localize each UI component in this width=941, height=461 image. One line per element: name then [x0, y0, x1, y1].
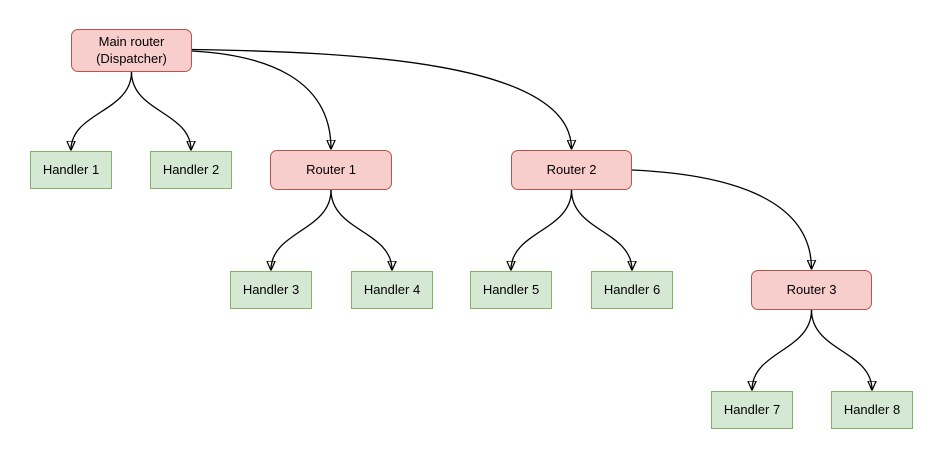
edge-router-3-to-handler-8 [810, 309, 873, 390]
edge-router-2-to-handler-5 [511, 189, 573, 270]
node-handler-2: Handler 2 [150, 151, 232, 189]
edge-router-3-to-handler-7 [752, 309, 813, 390]
node-main-router: Main router (Dispatcher) [71, 29, 192, 72]
node-handler-3: Handler 3 [230, 271, 312, 309]
edge-main-router-to-handler-2 [130, 71, 192, 150]
node-handler-7: Handler 7 [711, 391, 793, 429]
edge-router-1-to-handler-4 [330, 189, 392, 270]
node-handler-8: Handler 8 [831, 391, 913, 429]
node-handler-5: Handler 5 [470, 271, 552, 309]
node-handler-6: Handler 6 [591, 271, 673, 309]
edge-router-2-to-router-3 [631, 169, 812, 269]
edge-router-2-to-handler-6 [570, 189, 633, 270]
node-router-3: Router 3 [751, 270, 872, 310]
node-router-1: Router 1 [270, 150, 392, 190]
edge-router-1-to-handler-3 [271, 189, 332, 270]
node-handler-4: Handler 4 [351, 271, 433, 309]
node-router-2: Router 2 [511, 150, 632, 190]
edge-main-router-to-router-1 [191, 50, 331, 149]
edge-main-router-to-router-2 [191, 48, 572, 150]
node-handler-1: Handler 1 [30, 151, 112, 189]
edge-main-router-to-handler-1 [71, 71, 133, 150]
